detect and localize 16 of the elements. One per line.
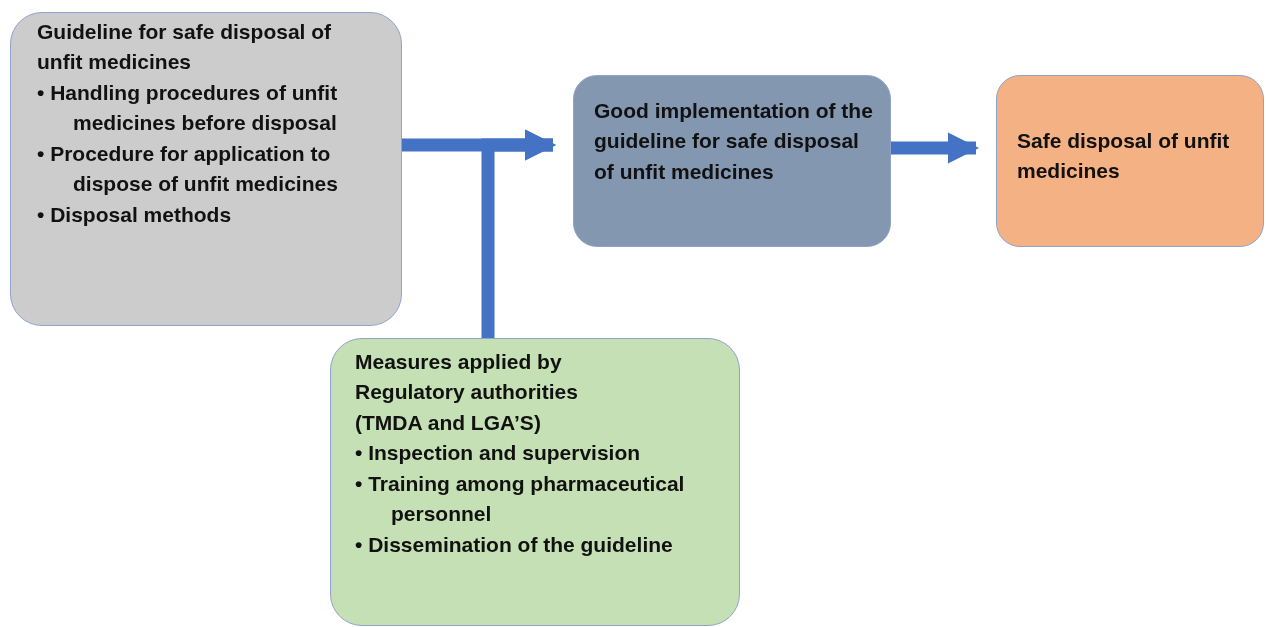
guideline-box	[10, 12, 402, 326]
arrow	[481, 129, 557, 338]
node-heading: Good implementation of the guideline for safe disposal of unfit medicines	[594, 98, 874, 185]
bullet-item: • Handling procedures of unfit medicines before disposal	[37, 79, 339, 137]
outcome-box	[996, 75, 1264, 247]
bullet-item: • Training among pharmaceutical personnel	[355, 470, 686, 528]
measures-box	[330, 338, 740, 626]
node-heading: Measures applied by Regulatory authorities (TMDA and LGA’S)	[355, 349, 579, 436]
bullet-item: • Dissemination of the guideline	[355, 531, 674, 558]
node-heading: Guideline for safe disposal of unfit medicines	[37, 19, 333, 76]
process-box	[573, 75, 891, 247]
bullet-item: • Procedure for application to dispose of unfit medicines	[37, 140, 339, 198]
bullet-item: • Inspection and supervision	[355, 440, 642, 467]
bullet-item: • Disposal methods	[37, 201, 233, 228]
arrow	[891, 132, 980, 164]
node-heading: Safe disposal of unfit medicines	[1017, 128, 1231, 185]
